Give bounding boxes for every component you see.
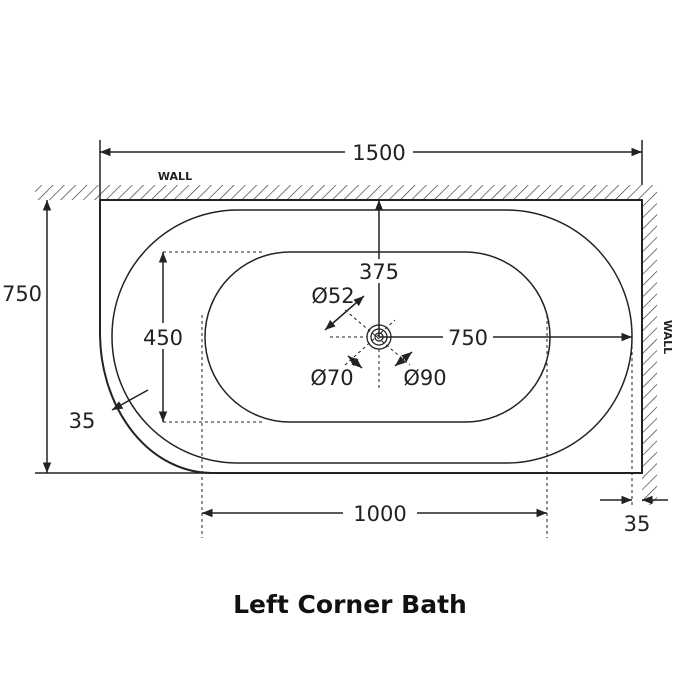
right-wall-hatch bbox=[642, 185, 657, 505]
label-35-right: 35 bbox=[624, 512, 651, 536]
label-wall-top: WALL bbox=[158, 170, 192, 183]
label-dia-52: Ø52 bbox=[311, 284, 354, 308]
label-35-left: 35 bbox=[69, 409, 96, 433]
label-450: 450 bbox=[143, 326, 183, 350]
label-750-horizontal: 750 bbox=[448, 326, 488, 350]
diagram-title: Left Corner Bath bbox=[233, 590, 467, 619]
guide-lines bbox=[163, 251, 633, 538]
label-wall-right: WALL bbox=[661, 320, 674, 354]
top-wall-hatch bbox=[35, 185, 642, 200]
label-dia-70: Ø70 bbox=[310, 366, 353, 390]
label-375: 375 bbox=[359, 260, 399, 284]
label-1000: 1000 bbox=[353, 502, 406, 526]
label-1500: 1500 bbox=[352, 141, 405, 165]
dim-35-left bbox=[111, 389, 149, 411]
label-dia-90: Ø90 bbox=[403, 366, 446, 390]
label-750-vertical: 750 bbox=[2, 282, 42, 306]
